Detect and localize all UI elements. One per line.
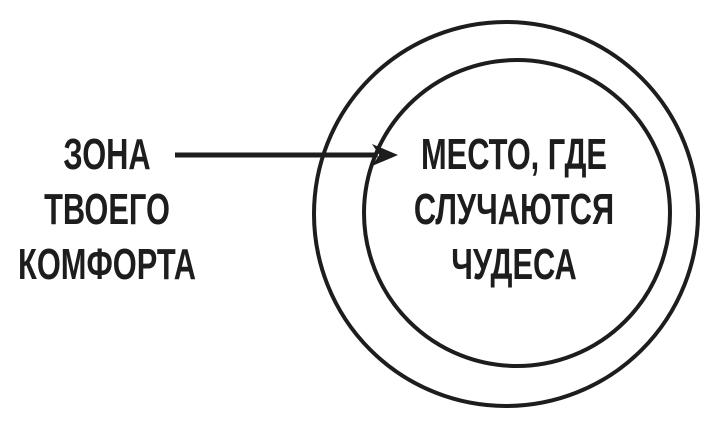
arrow: [175, 144, 398, 166]
comfort-zone-line-1: ЗОНА: [63, 130, 151, 179]
comfort-zone-line-2: ТВОЕГО: [44, 185, 170, 234]
outer-circle: [312, 20, 700, 408]
comfort-zone-line-3: КОМФОРТА: [18, 240, 196, 289]
comfort-zone-label: ЗОНА ТВОЕГО КОМФОРТА: [18, 127, 196, 292]
miracles-label: МЕСТО, ГДЕ СЛУЧАЮТСЯ ЧУДЕСА: [414, 127, 614, 292]
arrow-head-icon: [372, 144, 398, 166]
miracles-line-2: СЛУЧАЮТСЯ: [413, 185, 615, 234]
miracles-line-1: МЕСТО, ГДЕ: [421, 130, 607, 179]
inner-circle: [362, 58, 672, 368]
miracles-line-3: ЧУДЕСА: [451, 240, 577, 289]
